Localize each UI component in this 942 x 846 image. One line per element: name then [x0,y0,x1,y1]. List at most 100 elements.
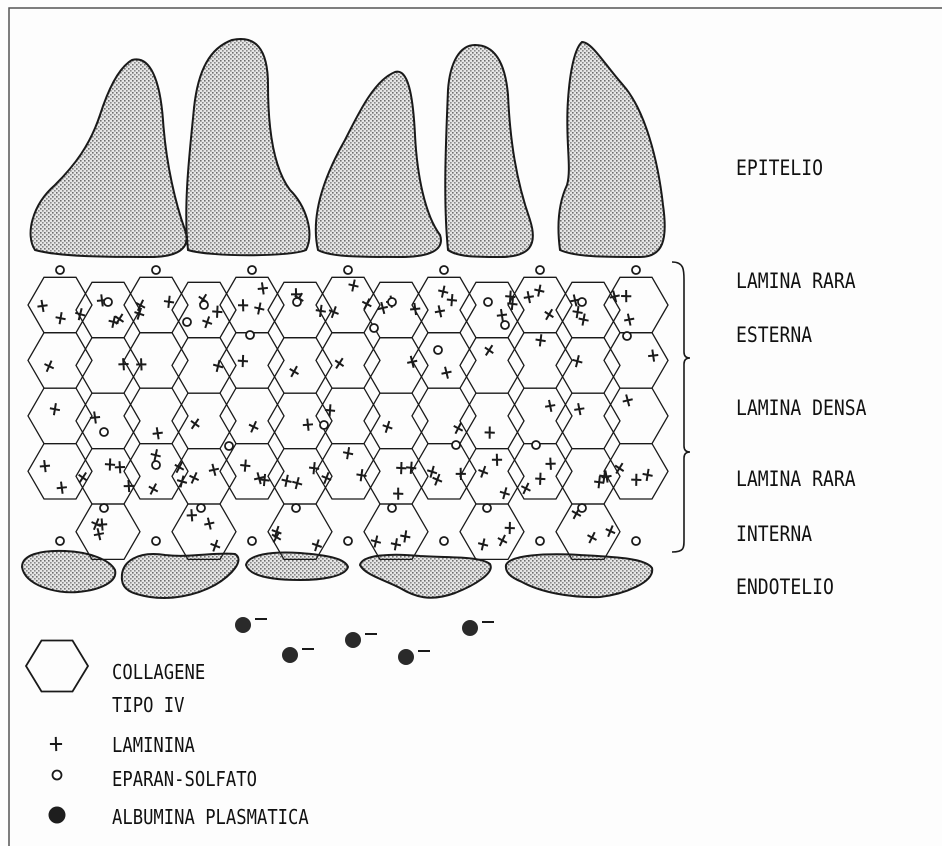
collagen-hexagon-55 [604,277,668,332]
collagen-hexagon-29 [316,333,380,388]
albumina-dot [235,617,251,633]
laminina-marker-116 [622,312,636,327]
collagen-hexagon-30 [316,388,380,444]
laminina-marker-80 [440,365,454,380]
laminina-marker-71 [392,487,404,501]
laminina-marker-88 [482,343,496,358]
laminina-marker-43 [247,420,260,434]
laminina-marker-5 [50,403,60,415]
laminina-marker-92 [477,465,489,479]
endothelial-cells [22,551,652,598]
laminina-marker-15 [123,479,135,493]
endothelial-cell-4 [360,555,491,598]
collagen-hexagon-10 [124,277,188,332]
legend-laminina: LAMININA [112,733,195,757]
albumina-dot [462,620,478,636]
laminina-marker-61 [332,356,346,371]
laminina-marker-24 [151,426,164,441]
label-lamina-rara-esterna-1: LAMINA RARA [736,269,856,293]
albumina-molecule-4 [398,649,430,665]
laminina-marker-14 [104,458,115,471]
laminina-marker-39 [254,302,264,314]
molecule-markers [36,266,660,552]
legend-icons [26,641,88,824]
laminina-marker-119 [621,393,635,408]
laminina-marker-121 [643,469,653,481]
collagen-hexagon-23 [268,282,332,337]
laminina-marker-114 [604,524,616,538]
collagen-hexagon-50 [556,282,620,337]
layer-bracket [672,262,690,552]
laminina-marker-79 [446,294,457,307]
eparan-solfato-marker-20 [370,324,378,332]
laminina-marker-102 [535,472,546,485]
collagen-hexagon-58 [604,444,668,499]
laminina-marker-37 [186,508,199,522]
laminina-marker-69 [405,354,419,369]
eparan-solfato-marker-3 [152,266,160,274]
laminina-marker-78 [438,285,449,297]
laminina-marker-101 [544,457,556,471]
albumina-molecule-1 [235,617,267,633]
laminina-marker-113 [585,530,598,544]
eparan-solfato-marker-16 [183,318,191,326]
collagen-hexagon-9 [76,504,140,559]
eparan-solfato-marker-27 [100,428,108,436]
eparan-solfato-marker-34 [197,504,205,512]
collagen-hexagon-49 [508,444,572,499]
legend-collagene-line2: TIPO IV [112,693,184,717]
laminina-marker-59 [348,279,358,291]
collagen-hexagon-22 [220,444,284,499]
eparan-solfato-marker-1 [56,266,64,274]
collagen-hexagon-35 [364,449,428,504]
laminina-marker-120 [630,473,642,486]
laminina-marker-90 [499,487,510,500]
collagen-hexagon-21 [220,388,284,444]
laminina-marker-53 [281,475,291,487]
collagen-hexagon-52 [556,393,620,449]
collagen-hexagon-36 [364,504,428,559]
legend-hexagon-icon [26,641,88,692]
collagen-hexagon-11 [124,333,188,388]
albumina-molecule-3 [345,632,377,648]
eparan-solfato-marker-22 [434,346,442,354]
eparan-solfato-marker-30 [320,421,328,429]
eparan-solfato-marker-32 [532,441,540,449]
label-endotelio: ENDOTELIO [736,575,834,599]
eparan-solfato-marker-31 [452,441,460,449]
laminina-marker-12 [117,357,130,371]
laminina-marker-31 [213,360,224,373]
legend-albumina: ALBUMINA PLASMATICA [112,805,309,829]
eparan-solfato-marker-37 [483,504,491,512]
collagen-hexagon-44 [460,449,524,504]
endothelial-cell-2 [122,554,239,598]
laminina-marker-91 [491,453,503,467]
laminina-marker-118 [647,348,660,362]
collagen-hexagon-20 [220,333,284,388]
eparan-solfato-marker-26 [623,332,631,340]
laminina-marker-76 [391,538,401,550]
laminina-marker-35 [207,462,221,477]
albumina-molecule-2 [282,647,314,663]
laminina-marker-29 [201,315,213,328]
laminina-marker-36 [209,539,221,553]
eparan-solfato-marker-2 [56,537,64,545]
eparan-solfato-marker-35 [292,504,300,512]
collagen-hexagon-7 [76,393,140,449]
collagen-hexagon-18 [172,504,236,559]
collagen-hexagon-16 [172,393,236,449]
laminina-marker-62 [324,404,335,417]
laminina-marker-108 [573,402,587,417]
laminina-marker-42 [237,354,248,367]
laminina-marker-25 [147,482,160,496]
laminina-marker-66 [409,302,422,316]
collagen-hexagon-34 [364,393,428,449]
eparan-solfato-marker-13 [632,266,640,274]
laminina-marker-34 [188,471,201,485]
collagen-hexagon-12 [124,388,188,444]
eparan-solfato-marker-10 [440,537,448,545]
eparan-solfato-marker-12 [536,537,544,545]
eparan-solfato-marker-14 [632,537,640,545]
laminina-marker-21 [164,296,175,309]
albumina-dot [282,647,298,663]
